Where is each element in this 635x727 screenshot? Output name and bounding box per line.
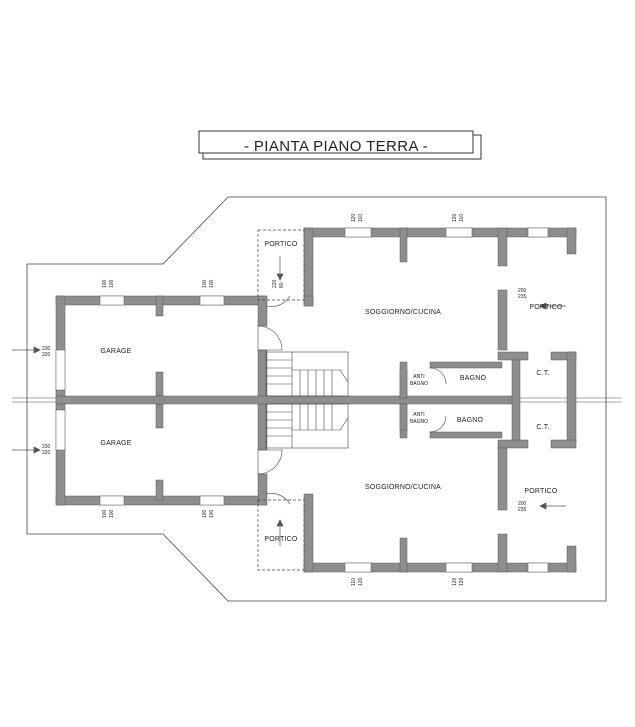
dim-label: 200: [518, 501, 527, 507]
dim-label: 220: [272, 279, 278, 288]
dim-label: 120: [351, 213, 357, 222]
dim-label: 235: [518, 294, 527, 300]
room-label-soggiorno-bottom: SOGGIORNO/CUCINA: [365, 484, 441, 491]
room-label-antibagno-top-1: ANTI: [413, 374, 424, 380]
entrance-arrows: [12, 256, 566, 546]
room-label-portico-top-left: PORTICO: [264, 241, 298, 248]
door-swings: [257, 295, 447, 505]
room-label-garage-bottom: GARAGE: [100, 440, 131, 447]
windows: [55, 227, 549, 573]
room-label-antibagno-bottom-2: BAGNO: [410, 419, 428, 425]
dim-label: 120: [452, 213, 458, 222]
dim-label: 110: [358, 214, 364, 222]
dim-label: 100: [109, 509, 115, 518]
room-label-portico-bottom-left: PORTICO: [264, 536, 298, 543]
dim-label: 120: [358, 577, 364, 586]
window-dimensions: 100 100 100 100 100 100 100 100 220 80 1…: [42, 213, 527, 586]
dim-label: 100: [102, 509, 108, 518]
dim-label: 100: [109, 279, 115, 288]
room-label-portico-right-bottom: PORTICO: [524, 488, 558, 495]
dim-label: 230: [42, 346, 51, 352]
title-box: - PIANTA PIANO TERRA -: [198, 130, 482, 160]
room-label-bagno-top: BAGNO: [460, 375, 487, 382]
dim-label: 110: [459, 214, 465, 222]
room-labels: SOGGIORNO/CUCINA SOGGIORNO/CUCINA GARAGE…: [100, 241, 563, 543]
room-label-antibagno-bottom-1: ANTI: [413, 412, 424, 418]
lot-boundary: [26, 196, 607, 602]
dim-label: 230: [42, 444, 51, 450]
dim-label: 120: [452, 577, 458, 586]
dim-label: 100: [209, 279, 215, 288]
room-label-bagno-bottom: BAGNO: [457, 417, 484, 424]
dim-label: 220: [42, 450, 51, 456]
dim-label: 110: [351, 578, 357, 586]
dim-label: 100: [102, 279, 108, 288]
room-label-ct-top: C.T.: [536, 370, 549, 377]
staircase: [265, 351, 349, 449]
porch-outlines: [257, 229, 305, 571]
dim-label: 80: [279, 282, 285, 288]
room-label-antibagno-top-2: BAGNO: [410, 381, 428, 387]
dim-label: 100: [202, 509, 208, 518]
dim-label: 100: [202, 279, 208, 288]
room-label-ct-bottom: C.T.: [536, 424, 549, 431]
dim-label: 235: [518, 507, 527, 513]
room-label-soggiorno-top: SOGGIORNO/CUCINA: [365, 309, 441, 316]
room-label-garage-top: GARAGE: [100, 348, 131, 355]
dim-label: 220: [42, 352, 51, 358]
room-label-portico-right-top: PORTICO: [529, 304, 563, 311]
walls: [55, 227, 577, 573]
dim-label: 200: [518, 288, 527, 294]
dim-label: 120: [459, 577, 465, 586]
plan-title: - PIANTA PIANO TERRA -: [244, 138, 428, 155]
dim-label: 100: [209, 509, 215, 518]
